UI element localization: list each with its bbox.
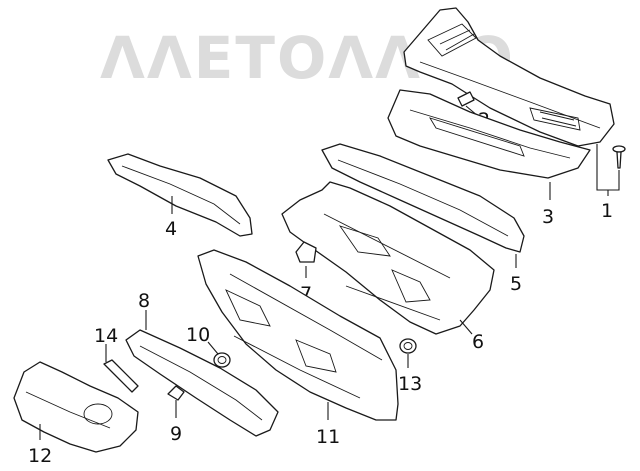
part-11-insulator (197, 249, 399, 421)
callout-14: 14 (94, 325, 118, 347)
callout-3: 3 (542, 206, 554, 228)
part-10-grommet (213, 352, 231, 368)
part-5-cross-member (321, 143, 525, 253)
leader-10 (207, 341, 219, 355)
callout-11: 11 (316, 426, 340, 448)
part-8-reinforcement (125, 329, 279, 437)
part-12-lower-panel (13, 361, 139, 453)
leader-6 (459, 319, 473, 335)
callout-1: 1 (601, 200, 613, 222)
callout-9: 9 (170, 423, 182, 445)
callout-5: 5 (510, 273, 522, 295)
part-6-dash-panel (281, 181, 495, 335)
part-9-plug (167, 385, 185, 401)
part-13-grommet (399, 338, 417, 354)
part-4-bracket (107, 153, 253, 237)
screw-icon (612, 145, 626, 169)
callout-4: 4 (165, 218, 177, 240)
callout-13: 13 (398, 373, 422, 395)
callout-6: 6 (472, 331, 484, 353)
part-3-cowl-lower (387, 89, 591, 179)
part-2-clip (457, 91, 475, 107)
callout-10: 10 (186, 324, 210, 346)
part-1-cowl-panel (403, 7, 615, 147)
callout-8: 8 (138, 290, 150, 312)
callout-12: 12 (28, 445, 52, 467)
part-7-small-bracket (295, 241, 317, 263)
part-14-small-bracket (103, 359, 139, 393)
